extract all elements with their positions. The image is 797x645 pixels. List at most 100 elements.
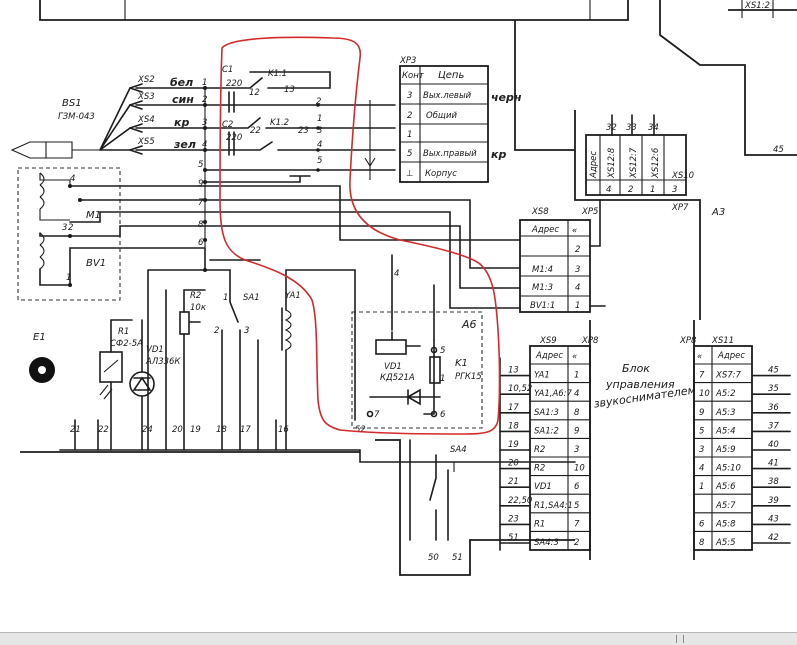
svg-text:C2: C2 [222, 120, 233, 130]
xs11-pin: 10 [699, 389, 710, 399]
xs11-pin: 5 [699, 426, 704, 436]
svg-text:50: 50 [428, 553, 439, 563]
xs9-pin: 4 [574, 389, 579, 399]
xs11-pin: 4 [699, 464, 704, 474]
sensor-model: ГЗМ-043 [58, 112, 95, 122]
xs11-pin: 8 [699, 538, 705, 548]
svg-text:4: 4 [606, 185, 611, 195]
svg-text:Адрес: Адрес [589, 151, 599, 179]
xs9-address: YA1,A6:7 [534, 389, 573, 399]
xs9-address: R1,SA4:1 [534, 501, 573, 511]
xs9-wire-number: 22,50 [508, 496, 532, 506]
xs11-address: A5:5 [715, 538, 736, 548]
svg-text:13: 13 [284, 85, 295, 95]
svg-text:XS4: XS4 [137, 115, 155, 125]
wire-45-top: 45 [773, 145, 784, 155]
r2-resistor: R2 10к [179, 289, 207, 451]
svg-text:КД521А: КД521А [380, 373, 415, 383]
red-annotation-outline [219, 36, 501, 435]
svg-text:АЛ336К: АЛ336К [145, 357, 181, 367]
xs11-wire-number: 35 [768, 384, 779, 394]
svg-text:Корпус: Корпус [425, 169, 457, 179]
svg-text:XP8: XP8 [679, 336, 697, 346]
xs9-pin: 1 [574, 371, 579, 381]
svg-text:C1: C1 [222, 65, 233, 75]
svg-text:1: 1 [575, 301, 580, 311]
xs9-pin: 10 [574, 464, 585, 474]
svg-text:зел: зел [173, 138, 196, 151]
scrollbar-grip[interactable] [676, 635, 684, 643]
svg-text:3: 3 [407, 91, 412, 101]
svg-text:A6: A6 [461, 318, 477, 331]
xs9-wire-number: 19 [508, 440, 519, 450]
svg-text:Общий: Общий [426, 111, 457, 121]
xs9-pin: 8 [574, 408, 580, 418]
xs11-wire-number: 36 [768, 403, 779, 413]
xs9-address: YA1 [534, 371, 550, 381]
control-block: Блок управления звукоснимателем [589, 320, 697, 560]
xs9-pin: 7 [574, 519, 580, 529]
svg-text:M1:3: M1:3 [532, 283, 553, 293]
svg-text:VD1: VD1 [384, 362, 402, 372]
svg-text:9: 9 [198, 179, 203, 189]
svg-text:4: 4 [70, 174, 75, 184]
svg-text:VD1: VD1 [146, 345, 164, 355]
svg-text:1: 1 [317, 114, 322, 124]
svg-text:XS12:8: XS12:8 [607, 147, 617, 179]
xs9-arrow: « [572, 352, 577, 362]
svg-text:XS12:6: XS12:6 [651, 147, 661, 179]
svg-text:BV1: BV1 [86, 258, 106, 269]
sensor-name: BS1 [62, 98, 82, 109]
xs9-wire-number: 20 [508, 459, 519, 469]
xs11-wire-number: 38 [768, 477, 779, 487]
svg-text:A3: A3 [711, 207, 725, 218]
xs11-wire-number: 43 [768, 514, 779, 524]
xs11-address: A5:2 [715, 389, 736, 399]
svg-text:3: 3 [317, 126, 322, 136]
svg-text:3: 3 [672, 185, 677, 195]
xs11-wire-number: 39 [768, 496, 779, 506]
svg-text:XS10: XS10 [671, 171, 694, 181]
xs9-wire-number: 23 [508, 514, 519, 524]
svg-text:1: 1 [202, 78, 207, 88]
svg-text:XS5: XS5 [137, 137, 155, 147]
xs11-wire-number: 40 [768, 440, 779, 450]
svg-text:220: 220 [226, 79, 242, 89]
horizontal-scrollbar[interactable] [0, 632, 797, 645]
svg-text:7: 7 [374, 410, 380, 420]
m1-wires [204, 185, 521, 309]
xs11-pin: 3 [699, 445, 704, 455]
svg-text:XS9: XS9 [539, 336, 557, 346]
svg-text:XP5: XP5 [581, 207, 598, 217]
svg-text:бел: бел [170, 76, 193, 89]
xs11-address: XS7:7 [715, 371, 741, 381]
svg-text:Вых.левый: Вых.левый [423, 91, 472, 101]
xs11-address: A5:6 [715, 482, 736, 492]
svg-text:SA1: SA1 [243, 293, 260, 303]
xs9-pin: 3 [574, 445, 579, 455]
svg-text:6: 6 [440, 410, 446, 420]
svg-text:5: 5 [407, 149, 412, 159]
sa4-switch: SA4 50 51 [375, 439, 575, 576]
svg-text:Адрес: Адрес [717, 351, 745, 361]
svg-text:22: 22 [250, 126, 261, 136]
xs11-wire-number: 42 [768, 533, 779, 543]
svg-text:18: 18 [216, 425, 227, 435]
xs5-connector: XS5 зел 4 [129, 137, 207, 155]
svg-text:E1: E1 [33, 332, 46, 343]
svg-text:1: 1 [407, 130, 412, 140]
svg-text:Вых.правый: Вых.правый [423, 149, 477, 159]
svg-text:19: 19 [190, 425, 201, 435]
svg-text:син: син [172, 93, 194, 106]
xs11-wire-number: 45 [768, 366, 779, 376]
svg-text:M1:4: M1:4 [532, 265, 553, 275]
terminal-strip: 5 9 7 8 6 [198, 86, 207, 248]
svg-text:K1.1: K1.1 [268, 69, 287, 79]
xs9-address: SA4:3 [534, 538, 559, 548]
svg-text:K1: K1 [455, 358, 468, 369]
svg-text:20: 20 [172, 425, 183, 435]
xs9-address: R2 [534, 445, 545, 455]
